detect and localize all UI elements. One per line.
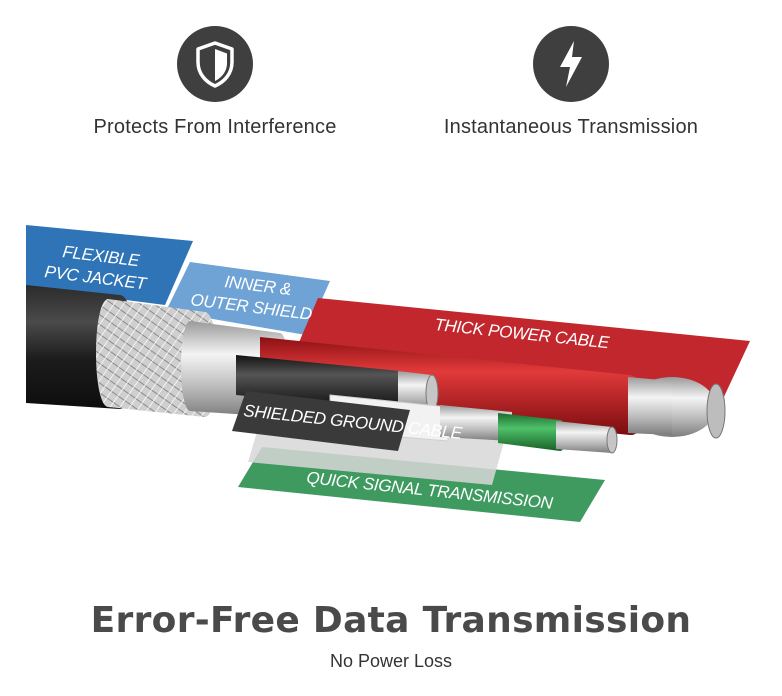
feature-protects: Protects From Interference [65,26,365,139]
signal-wire-green-strands [556,421,612,453]
tag-flexible-jacket [26,225,193,305]
power-cable-insulation [260,337,645,436]
signal-wire-green [498,413,566,451]
power-cable-strands [628,377,726,439]
ground-cable-strands [398,371,439,412]
headline: Error-Free Data Transmission [90,600,692,641]
shield-icon [177,26,253,102]
tag-thick-power [291,298,750,401]
tag-shielded-ground [232,391,410,451]
cable-diagram: FLEXIBLE PVC JACKET INNER & OUTER SHIELD… [26,225,750,522]
signal-wire-strands [440,405,512,441]
feature-label: Protects From Interference [93,116,337,138]
feature-transmission: Instantaneous Transmission [421,26,721,139]
feature-label: Instantaneous Transmission [443,116,699,138]
subline: No Power Loss [329,651,453,671]
lightning-bolt-icon [533,26,609,102]
